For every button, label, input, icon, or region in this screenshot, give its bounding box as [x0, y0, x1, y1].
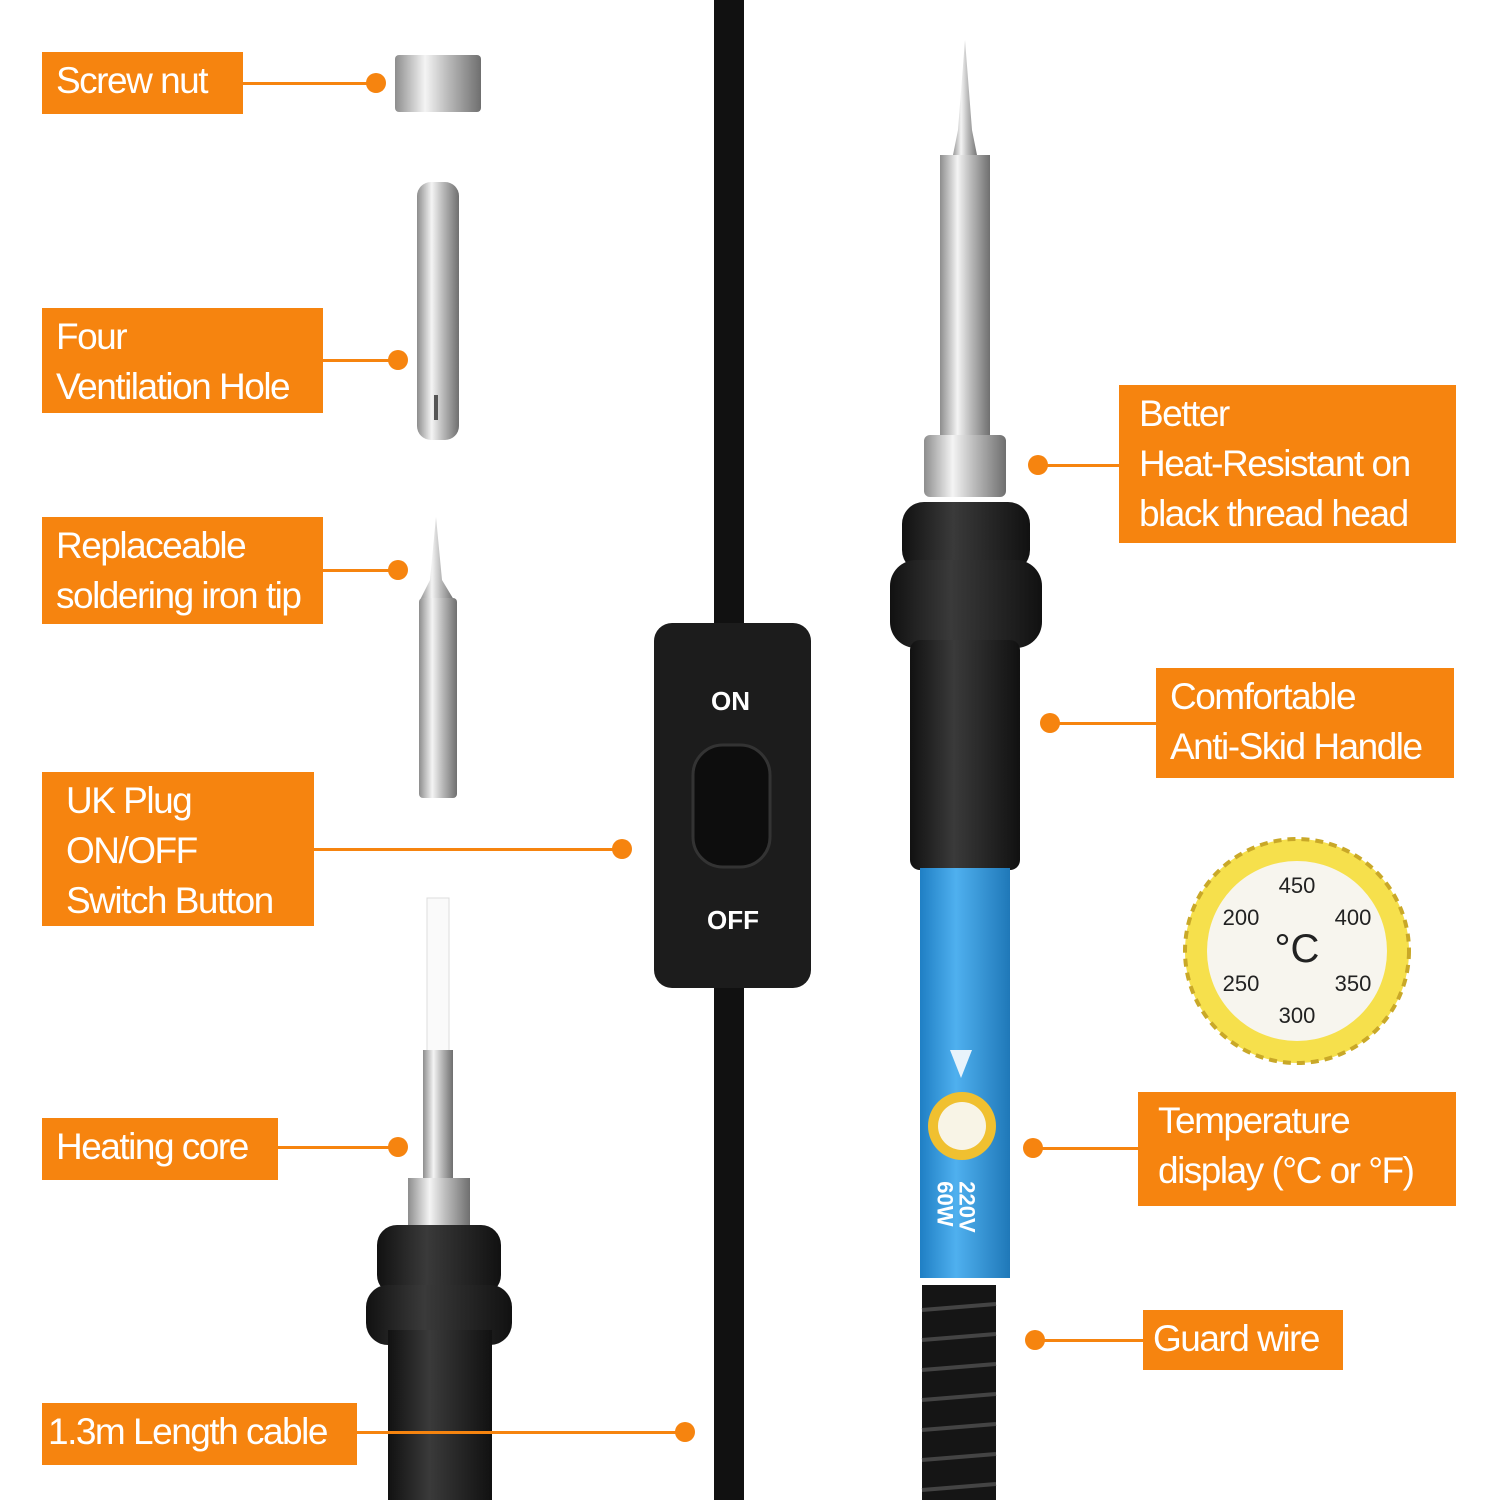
leader-dot [388, 560, 408, 580]
leader-line [1038, 464, 1119, 467]
leader-dot [612, 839, 632, 859]
soldering-iron [890, 40, 1042, 1500]
leader-line [323, 569, 398, 572]
heating-core-assembly [366, 897, 512, 1500]
sleeve-part [417, 182, 459, 440]
label-text: Heat-Resistant on [1139, 443, 1411, 484]
power-label: 60W [932, 1181, 958, 1227]
label-text: Better [1139, 393, 1230, 434]
leader-line [243, 82, 376, 85]
label-guard-wire: Guard wire [1143, 1310, 1343, 1370]
leader-dot [1025, 1330, 1045, 1350]
label-text: Anti-Skid Handle [1170, 726, 1423, 767]
leader-dot [366, 73, 386, 93]
iron-rating: 220V 60W [932, 1181, 980, 1233]
dial-value: 400 [1334, 905, 1372, 930]
leader-line [323, 359, 398, 362]
label-screw-nut: Screw nut [42, 52, 243, 114]
label-temperature-display: Temperature display (°C or °F) [1138, 1092, 1456, 1206]
tip-part [419, 517, 457, 798]
leader-line [314, 848, 622, 851]
label-text: UK Plug [66, 780, 193, 821]
switch-off-label: OFF [707, 905, 759, 935]
dial-value: 350 [1334, 971, 1372, 996]
leader-line [357, 1431, 685, 1434]
label-text: Screw nut [56, 60, 209, 101]
label-text: Ventilation Hole [56, 366, 291, 407]
dial-value: 250 [1222, 971, 1260, 996]
label-text: Guard wire [1153, 1318, 1320, 1359]
label-text: Temperature [1158, 1100, 1351, 1141]
leader-line [278, 1146, 398, 1149]
leader-dot [1040, 713, 1060, 733]
leader-dot [388, 350, 408, 370]
label-heating-core: Heating core [42, 1118, 278, 1180]
label-text: ON/OFF [66, 830, 198, 871]
label-text: display (°C or °F) [1158, 1150, 1415, 1191]
leader-dot [1023, 1138, 1043, 1158]
leader-line [1033, 1147, 1138, 1150]
screw-nut-part [395, 55, 481, 112]
label-text: soldering iron tip [56, 575, 302, 616]
leader-dot [675, 1422, 695, 1442]
switch-on-label: ON [711, 686, 750, 716]
label-text: Heating core [56, 1126, 249, 1167]
leader-dot [1028, 455, 1048, 475]
leader-line [1050, 722, 1156, 725]
dial-unit: °C [1274, 927, 1320, 971]
inline-switch [654, 623, 811, 988]
voltage-label: 220V [954, 1181, 980, 1233]
label-text: Comfortable [1170, 676, 1357, 717]
dial-value: 450 [1278, 873, 1316, 898]
leader-line [1035, 1339, 1143, 1342]
dial-value: 300 [1278, 1003, 1316, 1028]
label-text: Switch Button [66, 880, 274, 921]
label-text: 1.3m Length cable [48, 1411, 328, 1452]
label-text: Four [56, 316, 128, 357]
leader-dot [388, 1137, 408, 1157]
label-text: Replaceable [56, 525, 247, 566]
label-text: black thread head [1139, 493, 1409, 534]
dial-value: 200 [1222, 905, 1260, 930]
power-cable [714, 0, 744, 1500]
label-replaceable-tip: Replaceable soldering iron tip [42, 517, 323, 624]
temperature-dial [1183, 837, 1411, 1065]
label-cable: 1.3m Length cable [42, 1403, 357, 1465]
